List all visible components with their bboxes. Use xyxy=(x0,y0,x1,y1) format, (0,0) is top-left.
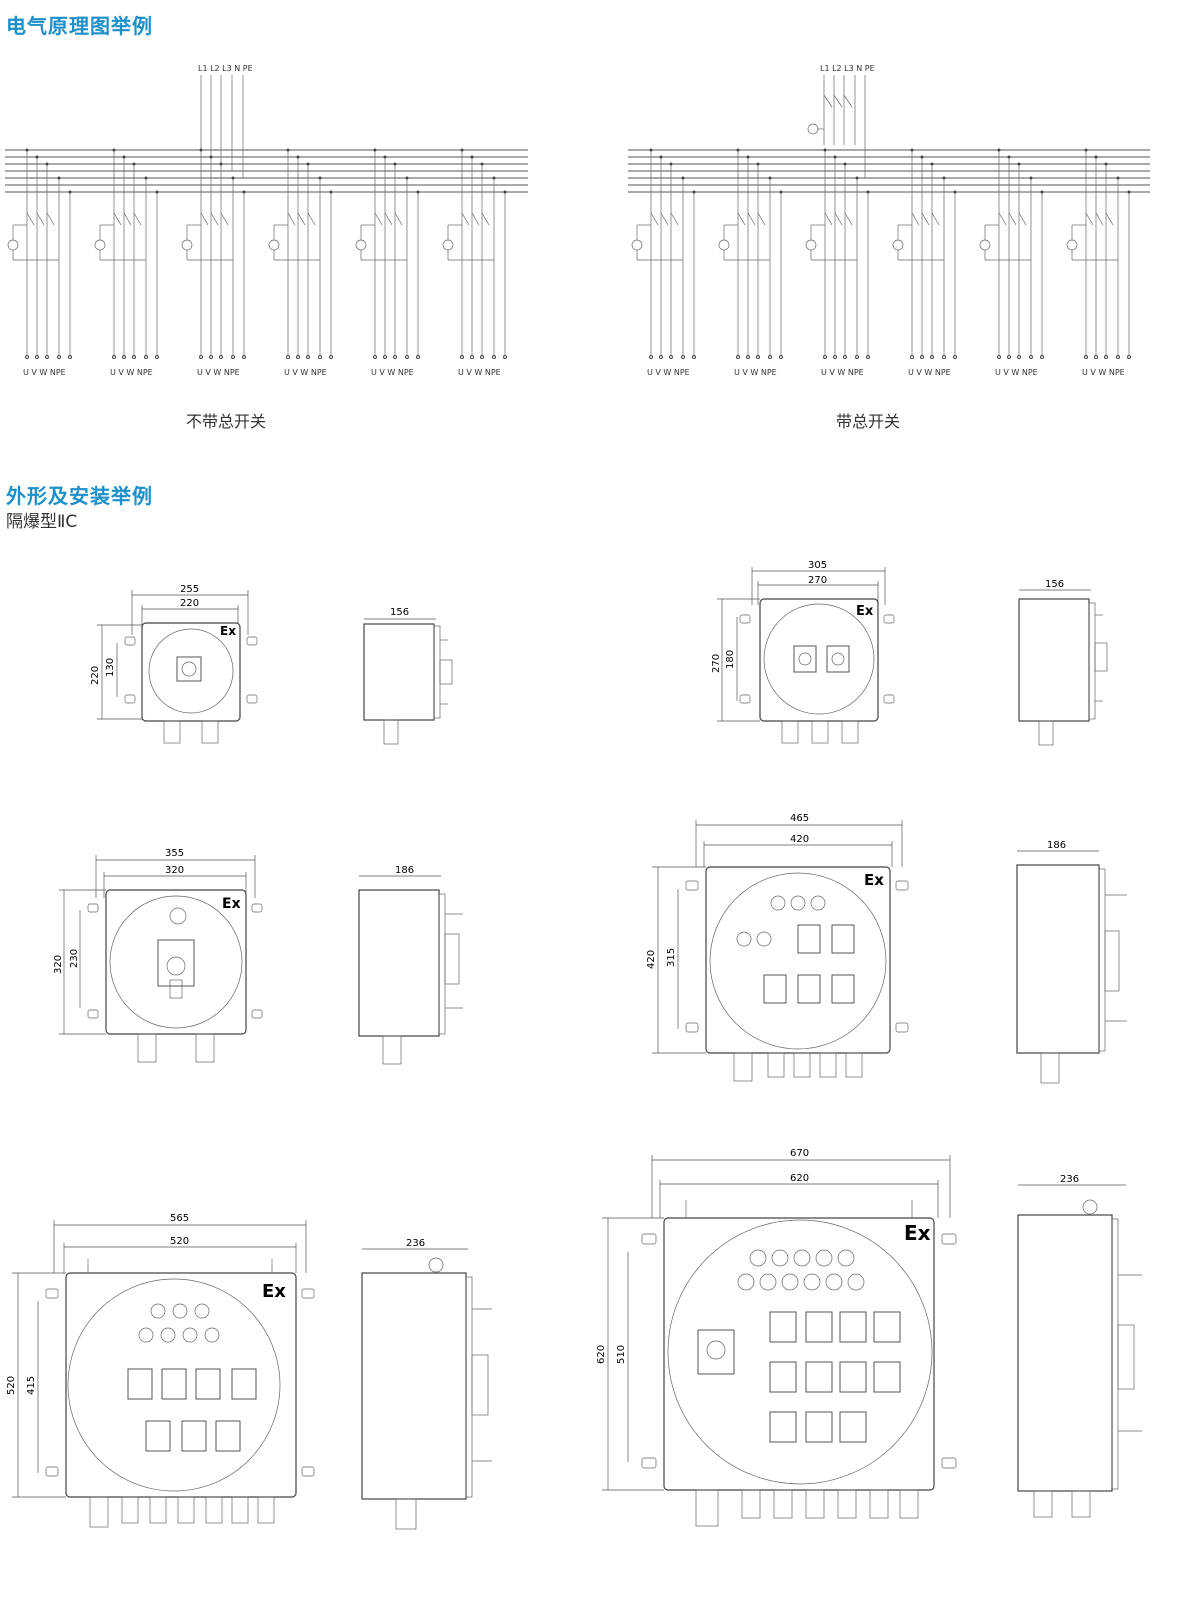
outer-width-label: 670 xyxy=(790,1148,809,1159)
indicator-lamp-icon xyxy=(805,239,817,251)
outer-height-label: 270 xyxy=(711,654,722,673)
outer-width-label: 355 xyxy=(165,848,184,859)
enclosure-front-view-4: 465 420 420 315 Ex xyxy=(646,813,909,1082)
indicator-lamp-icon xyxy=(268,239,280,251)
enclosure-side-view-4: 186 xyxy=(1016,840,1127,1084)
indicator-lamp-icon xyxy=(631,239,643,251)
ex-mark: Ex xyxy=(222,896,241,912)
inner-height-label: 510 xyxy=(616,1345,627,1364)
enclosure-side-view-1: 156 xyxy=(363,607,453,745)
schematic-branches: U V W NPE U V W NPE U V W NPE U V W NPE U V … xyxy=(631,148,1131,377)
branch-output-label: U V W NPE xyxy=(734,368,777,377)
inner-width-label: 220 xyxy=(180,598,199,609)
branch-output-label: U V W NPE xyxy=(284,368,327,377)
appearance-subtitle: 隔爆型ⅡC xyxy=(6,512,78,532)
depth-label: 156 xyxy=(390,607,409,618)
schematic-section-title: 电气原理图举例 xyxy=(6,14,153,38)
outer-width-label: 305 xyxy=(808,560,827,571)
branch-output-label: U V W NPE xyxy=(458,368,501,377)
ex-mark: Ex xyxy=(904,1221,931,1245)
depth-label: 186 xyxy=(1047,840,1066,851)
indicator-lamp-icon xyxy=(718,239,730,251)
enclosure-front-view-1: 255 220 220 130 Ex xyxy=(90,584,258,744)
indicator-lamp-icon xyxy=(355,239,367,251)
depth-label: 236 xyxy=(406,1238,425,1249)
inner-width-label: 270 xyxy=(808,575,827,586)
schematic-left-caption: 不带总开关 xyxy=(186,412,267,431)
enclosure-front-view-5: 565 520 520 415 Ex xyxy=(6,1213,315,1528)
outer-height-label: 220 xyxy=(90,666,101,685)
ex-mark: Ex xyxy=(856,604,874,619)
inner-width-label: 320 xyxy=(165,865,184,876)
enclosure-side-view-2: 156 xyxy=(1018,579,1108,746)
enclosure-side-view-5: 236 xyxy=(361,1238,492,1530)
schematic-input-label: L1 L2 L3 N PE xyxy=(198,64,253,73)
inner-width-label: 420 xyxy=(790,834,809,845)
inner-width-label: 520 xyxy=(170,1236,189,1247)
schematic-input-label: L1 L2 L3 N PE xyxy=(820,64,875,73)
indicator-lamp-icon xyxy=(94,239,106,251)
inner-height-label: 315 xyxy=(666,948,677,967)
indicator-lamps xyxy=(736,895,826,947)
schematic-right-caption: 带总开关 xyxy=(836,412,901,431)
ex-mark: Ex xyxy=(262,1281,286,1302)
outer-height-label: 620 xyxy=(596,1345,607,1364)
indicator-lamp-icon xyxy=(892,239,904,251)
branch-output-label: U V W NPE xyxy=(647,368,690,377)
outer-width-label: 255 xyxy=(180,584,199,595)
branch-output-label: U V W NPE xyxy=(110,368,153,377)
outer-height-label: 520 xyxy=(6,1376,17,1395)
branch-output-label: U V W NPE xyxy=(821,368,864,377)
ex-mark: Ex xyxy=(220,624,236,638)
enclosure-side-view-3: 186 xyxy=(358,865,463,1065)
indicator-lamp-icon xyxy=(7,239,19,251)
depth-label: 236 xyxy=(1060,1174,1079,1185)
indicator-lamp-icon xyxy=(181,239,193,251)
indicator-lamp-icon xyxy=(807,123,819,135)
enclosure-front-view-6: 670 620 620 510 Ex xyxy=(596,1148,957,1527)
indicator-lamp-icon xyxy=(442,239,454,251)
appearance-section-title: 外形及安装举例 xyxy=(6,484,153,508)
branch-output-label: U V W NPE xyxy=(23,368,66,377)
indicator-lamp-icon xyxy=(979,239,991,251)
depth-label: 156 xyxy=(1045,579,1064,590)
outer-height-label: 420 xyxy=(646,950,657,969)
enclosure-front-view-2: 305 270 270 180 Ex xyxy=(711,560,895,744)
branch-output-label: U V W NPE xyxy=(908,368,951,377)
outer-height-label: 320 xyxy=(53,955,64,974)
ex-mark: Ex xyxy=(864,871,884,889)
inner-height-label: 180 xyxy=(725,650,736,669)
schematic-branches: U V W NPE U V W NPE U V W NPE U V W NPE U V … xyxy=(7,148,507,377)
enclosure-front-view-3: 355 320 320 230 Ex xyxy=(53,848,263,1063)
outer-width-label: 465 xyxy=(790,813,809,824)
inner-width-label: 620 xyxy=(790,1173,809,1184)
indicator-lamp-icon xyxy=(1066,239,1078,251)
depth-label: 186 xyxy=(395,865,414,876)
branch-output-label: U V W NPE xyxy=(995,368,1038,377)
inner-height-label: 130 xyxy=(105,658,116,677)
branch-output-label: U V W NPE xyxy=(1082,368,1125,377)
branch-output-label: U V W NPE xyxy=(197,368,240,377)
enclosure-side-view-6: 236 xyxy=(1017,1174,1142,1518)
outer-width-label: 565 xyxy=(170,1213,189,1224)
inner-height-label: 415 xyxy=(26,1376,37,1395)
selector-switches xyxy=(763,924,855,1004)
branch-output-label: U V W NPE xyxy=(371,368,414,377)
inner-height-label: 230 xyxy=(69,949,80,968)
